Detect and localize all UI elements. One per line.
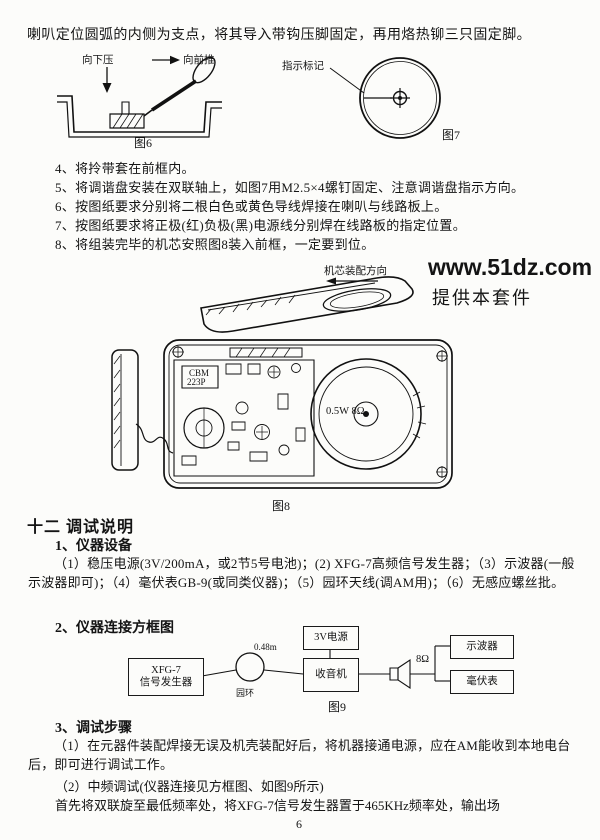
figure9-caption: 图9 [328, 700, 347, 714]
figure6: 向下压 向前推 图6 [52, 50, 257, 150]
intro-text: 喇叭定位圆弧的内侧为支点，将其导入带钩压脚固定，再用烙热铆三只固定脚。 [27, 28, 531, 43]
figure9-wiring [100, 624, 540, 690]
front-frame-illustration [185, 272, 435, 336]
generator-label-line1: XFG-7 [151, 665, 181, 676]
loop-antenna-label: 园环 [236, 688, 255, 698]
figure8: CBM 223P 0.5W 8Ω [108, 336, 458, 494]
radio-block: 收音机 [303, 658, 359, 692]
figure9: XFG-7 信号发生器 园环 0.48m 3V电源 收音机 8Ω 示波器 毫伏表 [100, 624, 540, 716]
push-forward-label: 向前推 [183, 55, 215, 66]
figure7-illustration [280, 52, 480, 147]
watermark-tagline: 提供本套件 [432, 288, 532, 308]
assembly-step: 6、按图纸要求分别将二根白色或黄色导线焊接在喇叭与线路板上。 [55, 199, 448, 214]
figure6-caption: 图6 [134, 136, 153, 150]
chip-label-line1: CBM [189, 368, 210, 378]
assembly-direction-arrow [326, 277, 380, 285]
subsection-debug-steps: 3、调试步骤 [55, 721, 132, 736]
signal-generator-block: XFG-7 信号发生器 [128, 658, 204, 696]
assembly-step: 4、将拎带套在前框内。 [55, 161, 195, 176]
speaker-impedance-label: 8Ω [416, 654, 430, 665]
assembly-direction-label: 机芯装配方向 [324, 266, 387, 277]
millivoltmeter-block: 毫伏表 [450, 670, 514, 694]
debug-paragraph-3: 首先将双联旋至最低频率处，将XFG-7信号发生器置于465KHz频率处，输出场 [55, 798, 500, 813]
subsection-block-diagram: 2、仪器连接方框图 [55, 621, 174, 636]
figure6-illustration [52, 55, 257, 150]
speaker-rating-label: 0.5W 8Ω [326, 406, 365, 417]
power-block: 3V电源 [303, 626, 359, 650]
assembly-step: 7、按图纸要求将正极(红)负极(黑)电源线分别焊在线路板的指定位置。 [55, 218, 467, 233]
watermark-site: www.51dz.com [428, 254, 593, 280]
debug-paragraph-1: （1）在元器件装配焊接无误及机壳装配好后，将机器接通电源，应在AM能收到本地电台… [28, 738, 571, 772]
assembly-step: 5、将调谐盘安装在双联轴上，如图7用M2.5×4螺钉固定、注意调谐盘指示方向。 [55, 180, 525, 195]
figure8-illustration [108, 336, 458, 494]
figure7: 指示标记 图7 [280, 52, 480, 147]
generator-label-line2: 信号发生器 [139, 677, 193, 688]
assembly-step: 8、将组装完毕的机芯安照图8装入前框，一定要到位。 [55, 237, 375, 252]
indicator-mark-label: 指示标记 [282, 61, 324, 72]
page-number: 6 [296, 817, 302, 831]
chip-label-line2: 223P [187, 377, 206, 387]
subsection-equipment: 1、仪器设备 [55, 539, 132, 554]
figure7-caption: 图7 [442, 128, 461, 142]
figure8-caption: 图8 [272, 499, 291, 513]
oscilloscope-block: 示波器 [450, 635, 514, 659]
distance-label: 0.48m [254, 642, 277, 652]
front-frame-figure [185, 272, 435, 336]
debug-paragraph-2: （2）中频调试(仪器连接见方框图、如图9所示) [55, 779, 324, 794]
equipment-paragraph: （1）稳压电源(3V/200mA，或2节5号电池)；(2) XFG-7高频信号发… [28, 556, 575, 590]
press-down-label: 向下压 [82, 55, 114, 66]
section-title: 十二 调试说明 [27, 519, 135, 536]
